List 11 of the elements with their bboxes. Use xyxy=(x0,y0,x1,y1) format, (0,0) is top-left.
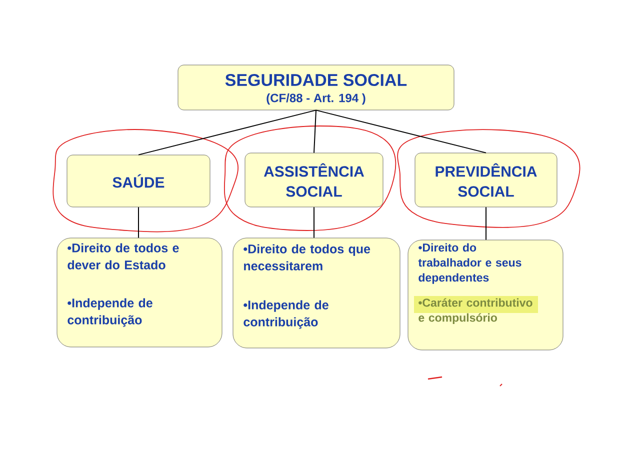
description-box: •Direito do trabalhador e seus dependentes •Caráter contributivo e compulsório xyxy=(408,240,564,350)
description-box: •Direito de todos que necessitarem •Independe de contribuição xyxy=(232,238,400,348)
title-box: SEGURIDADE SOCIAL (CF/88 - Art. 194 ) xyxy=(178,64,454,110)
connector-line xyxy=(316,110,486,154)
connector-line xyxy=(138,206,139,238)
category-box: PREVIDÊNCIA SOCIAL xyxy=(414,152,558,208)
category-box: ASSISTÊNCIA SOCIAL xyxy=(244,152,384,208)
connector-line xyxy=(138,110,316,156)
connector-line xyxy=(314,110,316,154)
category-box: SAÚDE xyxy=(66,154,210,208)
description-box: •Direito de todos e dever do Estado •Independe de contribuição xyxy=(56,238,222,348)
